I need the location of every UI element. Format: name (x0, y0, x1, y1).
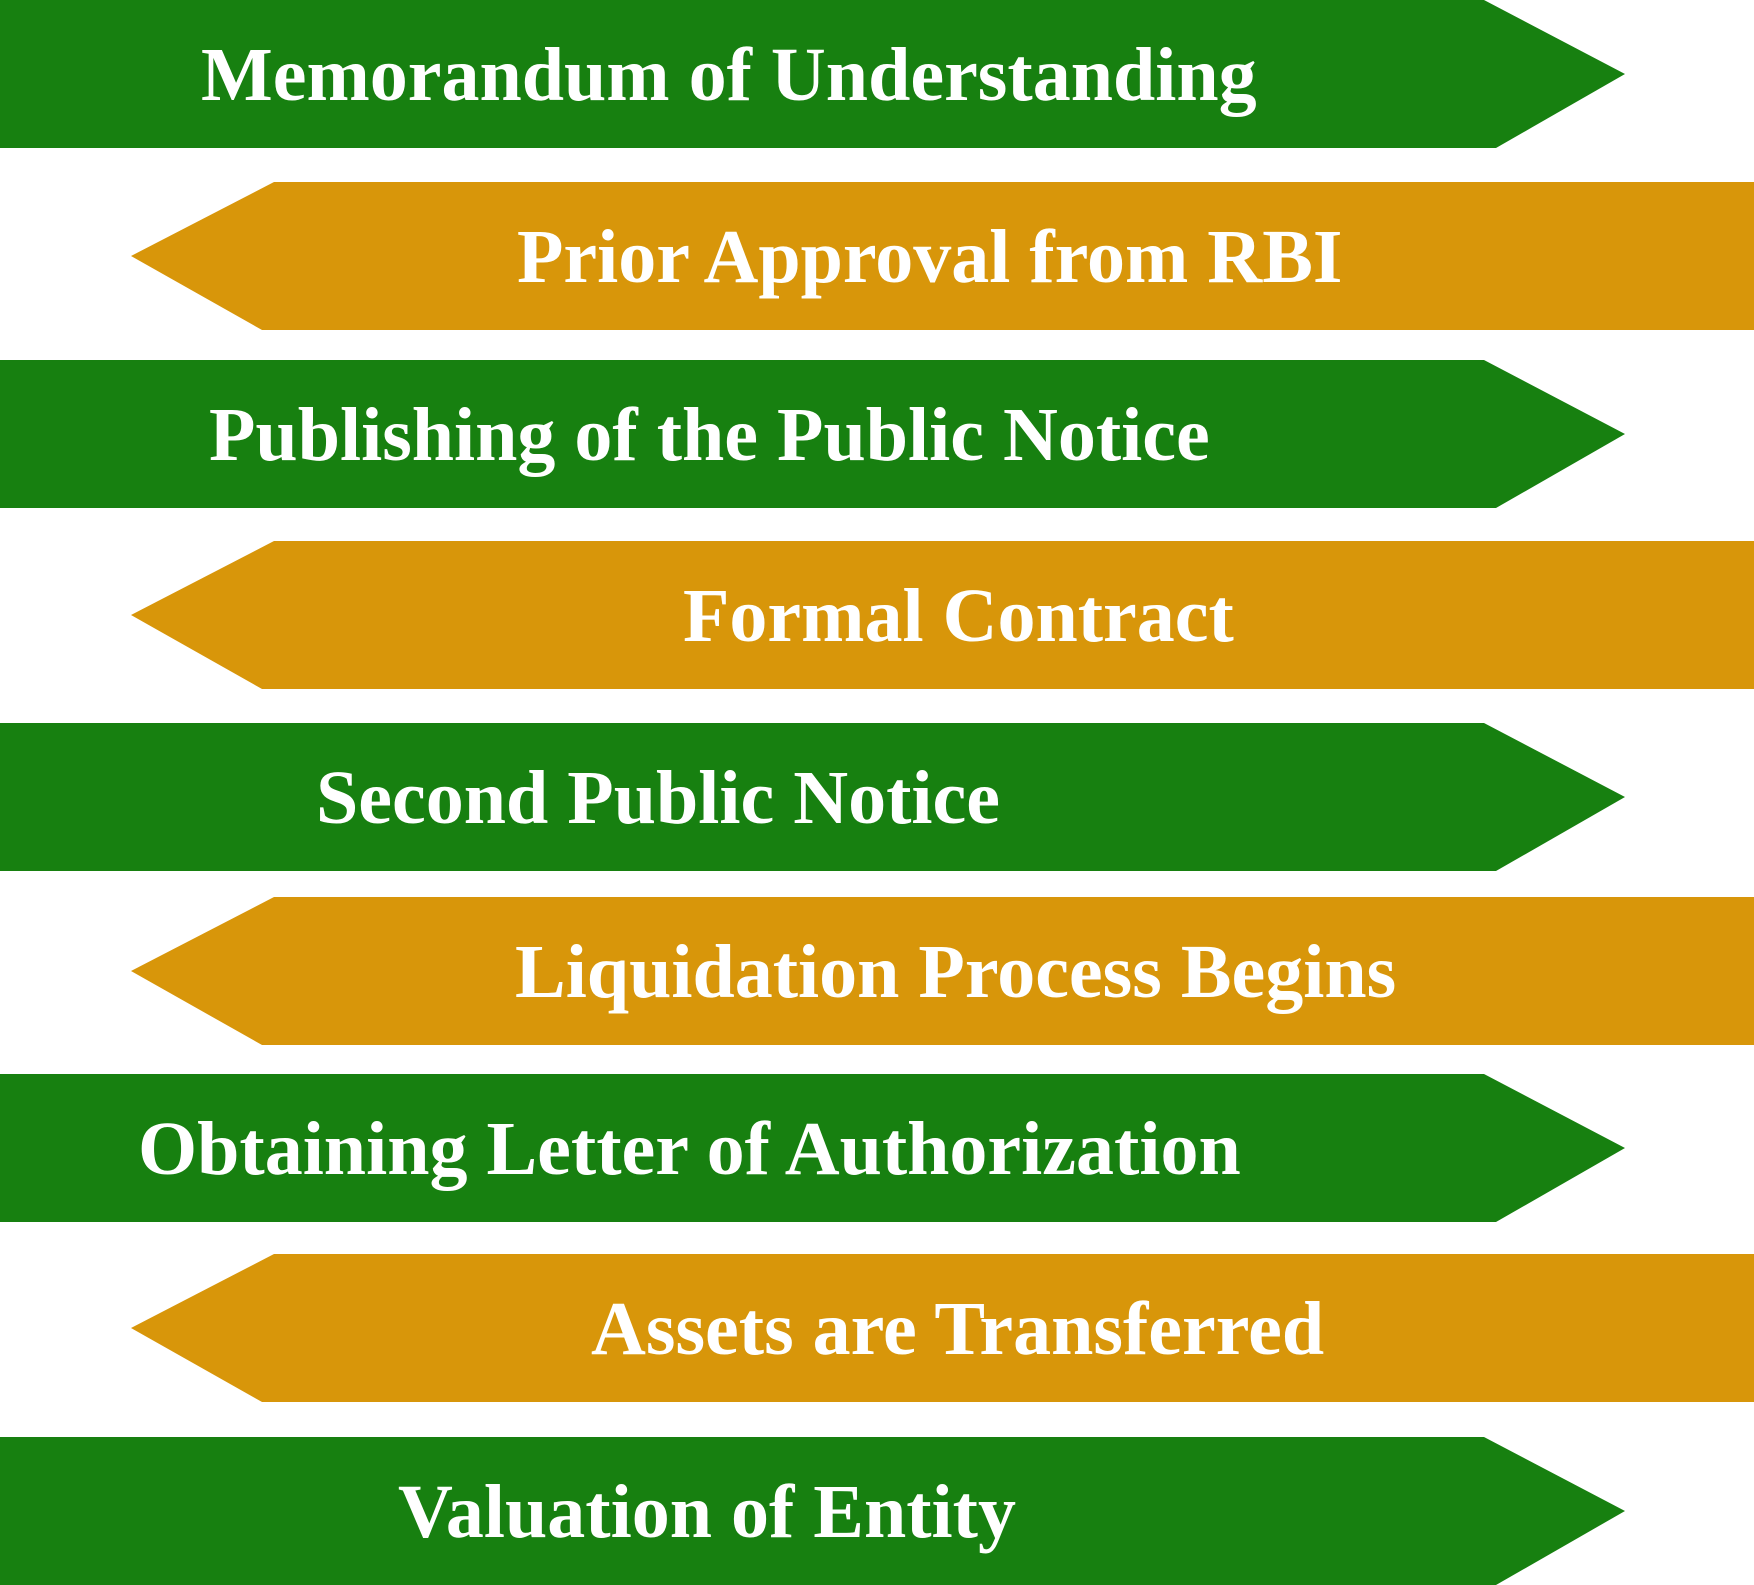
step-label: Valuation of Entity (398, 1470, 1016, 1554)
step-6: Liquidation Process Begins (131, 897, 1754, 1045)
left-arrow-shape (131, 1254, 1754, 1402)
right-arrow-shape (0, 0, 1625, 148)
left-arrow-shape (131, 897, 1754, 1045)
right-arrow-shape (0, 360, 1625, 508)
step-label: Prior Approval from RBI (517, 215, 1342, 299)
step-label: Liquidation Process Begins (515, 930, 1396, 1014)
step-7: Obtaining Letter of Authorization (0, 1074, 1625, 1222)
step-label: Memorandum of Understanding (201, 33, 1257, 117)
step-8: Assets are Transferred (131, 1254, 1754, 1402)
step-label: Publishing of the Public Notice (209, 393, 1210, 477)
right-arrow-shape (0, 723, 1625, 871)
step-1: Memorandum of Understanding (0, 0, 1625, 148)
step-label: Obtaining Letter of Authorization (138, 1107, 1241, 1191)
step-label: Formal Contract (683, 574, 1234, 658)
step-4: Formal Contract (131, 541, 1754, 689)
step-3: Publishing of the Public Notice (0, 360, 1625, 508)
step-9: Valuation of Entity (0, 1437, 1625, 1585)
step-5: Second Public Notice (0, 723, 1625, 871)
step-label: Assets are Transferred (591, 1287, 1324, 1371)
left-arrow-shape (131, 541, 1754, 689)
left-arrow-shape (131, 182, 1754, 330)
step-2: Prior Approval from RBI (131, 182, 1754, 330)
right-arrow-shape (0, 1074, 1625, 1222)
step-label: Second Public Notice (316, 756, 1000, 840)
right-arrow-shape (0, 1437, 1625, 1585)
